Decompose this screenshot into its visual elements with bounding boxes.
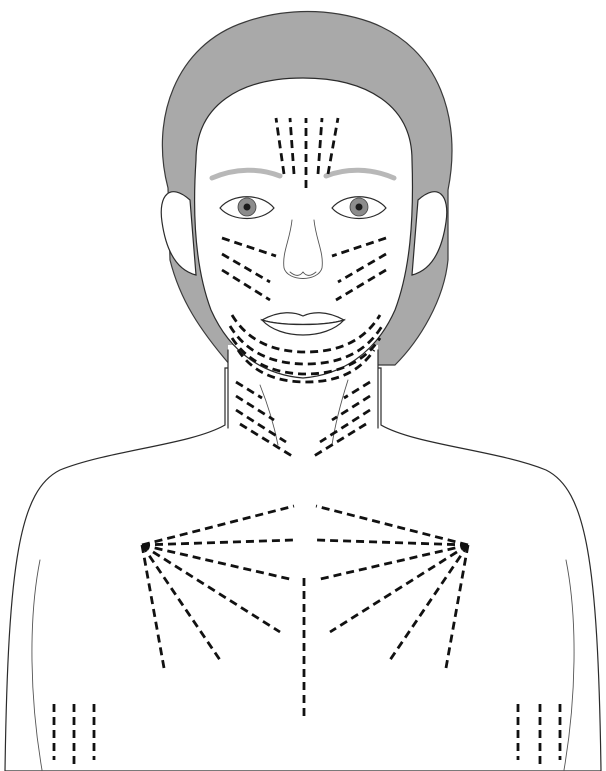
right-pupil bbox=[356, 204, 363, 211]
left-ear bbox=[161, 192, 196, 275]
left-pupil bbox=[244, 204, 251, 211]
